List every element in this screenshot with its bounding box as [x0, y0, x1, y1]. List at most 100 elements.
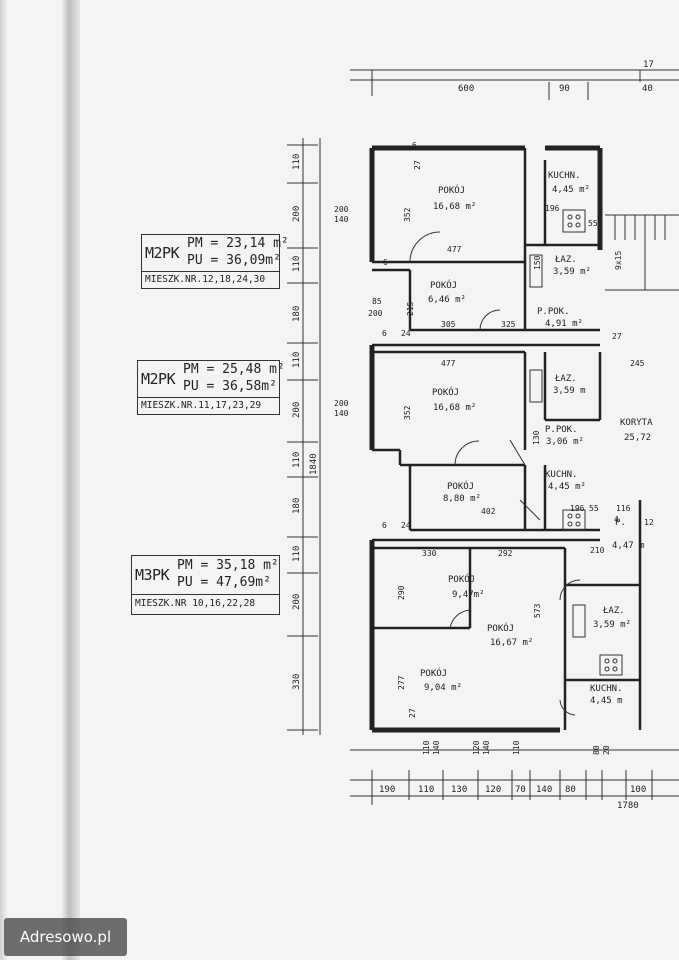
unit-info-box: M3PK PM = 35,18 m² PU = 47,69m² MIESZK.N… — [131, 555, 280, 615]
dim-label: 130 — [532, 430, 541, 445]
unit-info-box: M2PK PM = 23,14 m² PU = 36,09m² MIESZK.N… — [141, 234, 289, 289]
dim-label: 330 — [422, 549, 437, 558]
room-area: 4,47 m — [612, 541, 645, 551]
dim-label: 6 — [383, 258, 388, 267]
dim-label: 292 — [498, 549, 513, 558]
dim-label: 24 — [401, 329, 411, 338]
inner-dimension-labels: 27 6 352 477 6 215 305 325 27 200 140 85… — [334, 141, 654, 755]
unit-apartment-numbers: MIESZK.NR.11,17,23,29 — [141, 400, 262, 411]
staircase — [605, 214, 679, 291]
room-name: ŁAZ. — [554, 255, 577, 265]
dim-label: 100 — [630, 785, 646, 795]
watermark-logo: Adresowo.pl — [4, 918, 127, 956]
dim-label: 210 — [590, 546, 605, 555]
unit-pu-area: PU = 36,09m² — [187, 253, 281, 268]
room-labels: POKÓJ 16,68 m² KUCHN. 4,45 m² ŁAZ. 3,59 … — [420, 171, 653, 706]
unit-pu-area: PU = 47,69m² — [177, 575, 271, 590]
dim-label: 200 — [292, 594, 302, 610]
dim-label: 80 — [565, 785, 576, 795]
room-name: KUCHN. — [545, 470, 578, 480]
unit-type-code: M2PK — [141, 370, 176, 388]
dim-label: 305 — [441, 320, 456, 329]
room-name: KUCHN. — [548, 171, 581, 181]
dim-label: 200 — [292, 206, 302, 222]
dim-label: 477 — [447, 245, 462, 254]
room-name: POKÓJ — [448, 573, 475, 585]
bottom-dimension-labels: 190 110 130 120 70 140 80 100 1780 — [379, 785, 646, 811]
dim-label: 140 — [432, 740, 441, 755]
top-dimension-labels: 17 600 90 40 — [458, 60, 654, 94]
dim-label: 477 — [441, 359, 456, 368]
dim-label: 110 — [512, 740, 521, 755]
dim-label: 245 — [630, 359, 645, 368]
dim-label: 55 — [589, 504, 599, 513]
dim-label: 27 — [612, 332, 622, 341]
room-name: POKÓJ — [432, 386, 459, 398]
dim-label: 200 — [334, 205, 349, 214]
unit-pu-area: PU = 36,58m² — [183, 379, 277, 394]
left-dimension-chain — [287, 138, 321, 735]
bottom-dimension-chain — [350, 749, 679, 805]
dim-label: 120 — [485, 785, 501, 795]
room-area: 9,04 m² — [424, 683, 462, 693]
room-area: 6,46 m² — [428, 295, 466, 305]
room-name: POKÓJ — [438, 184, 465, 196]
dim-label: 17 — [643, 60, 654, 70]
door-swings — [409, 231, 581, 716]
dim-label: 55 — [588, 219, 598, 228]
dim-label: 40 — [642, 84, 653, 94]
dim-label: 150 — [533, 255, 542, 270]
dim-label: 352 — [403, 207, 412, 222]
dim-label: 6 — [382, 521, 387, 530]
dim-label: 215 — [406, 301, 415, 316]
dim-label: 110 — [292, 452, 302, 468]
dim-label: 196 — [545, 204, 560, 213]
kitchen-bath-fixtures — [529, 209, 623, 676]
room-area: 16,67 m² — [490, 638, 533, 648]
room-name: POKÓJ — [430, 279, 457, 291]
room-name: POKÓJ — [420, 667, 447, 679]
room-name: P. — [615, 518, 626, 528]
dim-label: 1780 — [617, 801, 639, 811]
dim-label: 200 — [368, 309, 383, 318]
room-name: POKÓJ — [447, 480, 474, 492]
dim-label: 325 — [501, 320, 516, 329]
dim-label: 180 — [292, 498, 302, 514]
dim-label: 70 — [515, 785, 526, 795]
dim-label: 277 — [397, 675, 406, 690]
room-area: 4,45 m² — [548, 482, 586, 492]
dim-label: 290 — [397, 585, 406, 600]
left-dimension-labels: 110 200 110 180 110 200 110 180 110 200 … — [292, 154, 319, 690]
dim-label: 140 — [536, 785, 552, 795]
dim-label: 573 — [533, 603, 542, 618]
unit-pm-area: PM = 25,48 m² — [183, 362, 285, 377]
room-name: P.POK. — [545, 425, 578, 435]
dim-label: 1840 — [309, 453, 319, 475]
room-name: P.POK. — [537, 307, 570, 317]
dim-label: 6 — [382, 329, 387, 338]
room-area: 4,91 m² — [545, 319, 583, 329]
dim-label: 27 — [413, 160, 422, 170]
room-area: 3,59 m² — [593, 620, 631, 630]
room-area: 3,59 m — [553, 386, 586, 396]
dim-label: 24 — [401, 521, 411, 530]
room-area: 4,45 m² — [552, 185, 590, 195]
room-area: 25,72 — [624, 433, 651, 443]
scan-fold-shadow — [62, 0, 80, 960]
dim-label: 27 — [408, 708, 417, 718]
dim-label: 200 — [334, 399, 349, 408]
dim-label: 12 — [644, 518, 654, 527]
room-name: KUCHN. — [590, 684, 623, 694]
unit-info-box: M2PK PM = 25,48 m² PU = 36,58m² MIESZK.N… — [137, 360, 285, 415]
dim-label: 90 — [559, 84, 570, 94]
room-name: ŁAZ. — [602, 606, 625, 616]
dim-label: 190 — [379, 785, 395, 795]
unit-pm-area: PM = 23,14 m² — [187, 236, 289, 251]
dim-label: 110 — [292, 352, 302, 368]
dim-label: 85 — [372, 297, 382, 306]
unit-pm-area: PM = 35,18 m² — [177, 558, 279, 573]
dim-label: 110 — [292, 546, 302, 562]
room-area: 3,59 m² — [553, 267, 591, 277]
dim-label: 116 — [616, 504, 631, 513]
